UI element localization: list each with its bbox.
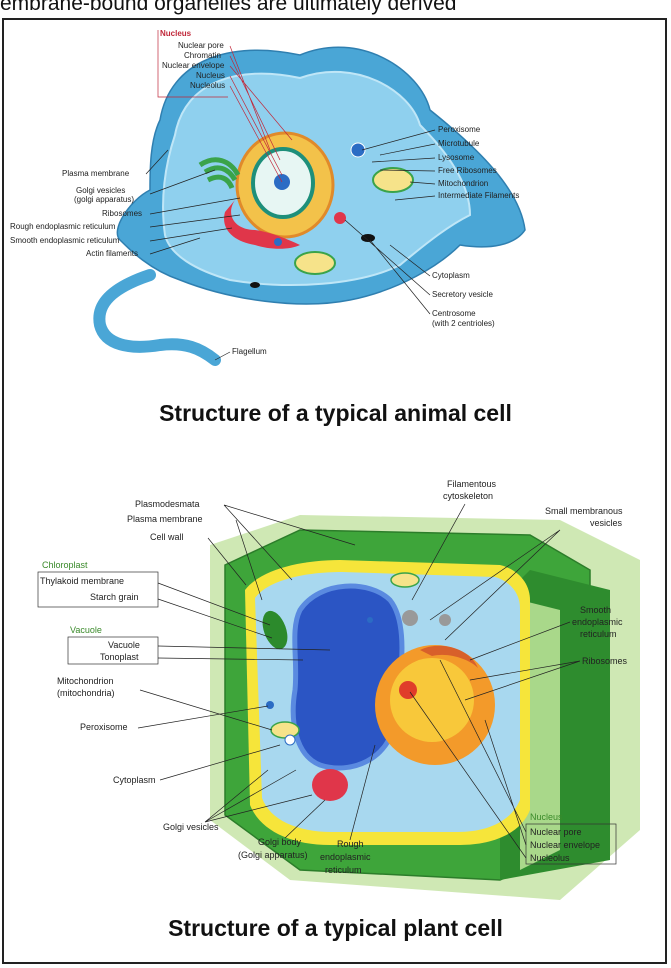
plant-nucleus-heading: Nucleus [530, 812, 563, 822]
label-tonoplast: Tonoplast [100, 652, 139, 662]
label-golgi-apparatus-note: (Golgi apparatus) [238, 850, 308, 860]
label-plant-golgi-vesicles: Golgi vesicles [163, 822, 219, 832]
label-plant-nuclear-envelope: Nuclear envelope [530, 840, 600, 850]
label-filamentous: Filamentous [447, 479, 497, 489]
label-thylakoid: Thylakoid membrane [40, 576, 124, 586]
label-smooth-reticulum: reticulum [580, 629, 617, 639]
label-reticulum: reticulum [325, 865, 362, 875]
label-golgi-body: Golgi body [258, 837, 302, 847]
label-vesicles: vesicles [590, 518, 623, 528]
label-smooth: Smooth [580, 605, 611, 615]
label-rough: Rough [337, 839, 364, 849]
label-plant-peroxisome: Peroxisome [80, 722, 128, 732]
label-plant-ribosomes: Ribosomes [582, 656, 628, 666]
plant-nucleolus [399, 681, 417, 699]
label-plant-plasma-membrane: Plasma membrane [127, 514, 203, 524]
plant-golgi-body [312, 769, 348, 801]
label-mitochondria: (mitochondria) [57, 688, 115, 698]
label-plasmodesmata: Plasmodesmata [135, 499, 200, 509]
chloroplast-heading: Chloroplast [42, 560, 88, 570]
label-endoplasmic: endoplasmic [320, 852, 371, 862]
label-smooth-endoplasmic: endoplasmic [572, 617, 623, 627]
label-starch-grain: Starch grain [90, 592, 139, 602]
label-cell-wall: Cell wall [150, 532, 184, 542]
label-vacuole: Vacuole [108, 640, 140, 650]
label-plant-nucleolus: Nucleolus [530, 853, 570, 863]
plant-nucleus [390, 658, 474, 742]
label-plant-nuclear-pore: Nuclear pore [530, 827, 582, 837]
plant-cell-caption: Structure of a typical plant cell [0, 915, 671, 942]
vacuole-heading: Vacuole [70, 625, 102, 635]
label-small-membranous: Small membranous [545, 506, 623, 516]
label-plant-mitochondrion: Mitochondrion [57, 676, 114, 686]
label-cytoskeleton: cytoskeleton [443, 491, 493, 501]
label-plant-cytoplasm: Cytoplasm [113, 775, 156, 785]
